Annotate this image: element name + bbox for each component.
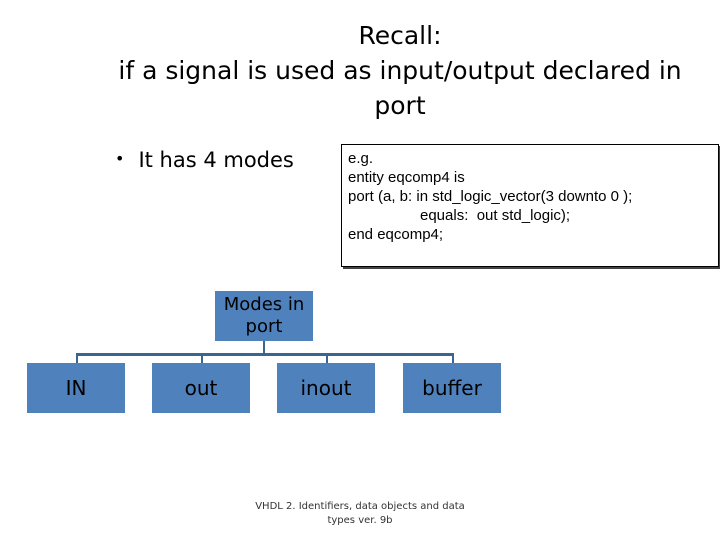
code-line-1: e.g. — [348, 150, 374, 167]
code-line-4: equals: out std_logic); — [420, 207, 571, 224]
bullet-icon: • — [115, 149, 125, 168]
connector-child-3 — [326, 353, 328, 363]
footer-line-1: VHDL 2. Identifiers, data objects and da… — [255, 501, 465, 512]
connector-root-stem — [263, 341, 265, 354]
code-line-5: end eqcomp4; — [348, 226, 444, 243]
root-label-line-1: Modes in — [223, 294, 305, 315]
code-line-3: port (a, b: in std_logic_vector(3 downto… — [348, 188, 633, 205]
title-line-1: Recall: — [358, 21, 442, 50]
mode-label-in: IN — [65, 376, 87, 400]
slide-title: Recall: if a signal is used as input/out… — [100, 18, 700, 123]
mode-node-out: out — [152, 363, 250, 413]
footer-line-2: types ver. 9b — [327, 515, 393, 526]
root-label-line-2: port — [245, 316, 283, 337]
mode-label-out: out — [184, 376, 218, 400]
title-line-3: port — [374, 91, 426, 120]
connector-horizontal — [76, 353, 454, 356]
mode-node-in: IN — [27, 363, 125, 413]
title-line-2: if a signal is used as input/output decl… — [118, 56, 682, 85]
slide-footer: VHDL 2. Identifiers, data objects and da… — [250, 500, 470, 528]
bullet-text: It has 4 modes — [138, 148, 294, 172]
code-line-2: entity eqcomp4 is — [348, 169, 465, 186]
connector-child-1 — [76, 353, 78, 363]
connector-child-2 — [201, 353, 203, 363]
modes-root-node: Modes in port — [215, 291, 313, 341]
code-example-box: e.g. entity eqcomp4 is port (a, b: in st… — [341, 144, 719, 267]
mode-node-buffer: buffer — [403, 363, 501, 413]
mode-label-buffer: buffer — [422, 376, 482, 400]
mode-label-inout: inout — [300, 376, 352, 400]
bullet-point: • It has 4 modes — [115, 148, 294, 172]
mode-node-inout: inout — [277, 363, 375, 413]
connector-child-4 — [452, 353, 454, 363]
